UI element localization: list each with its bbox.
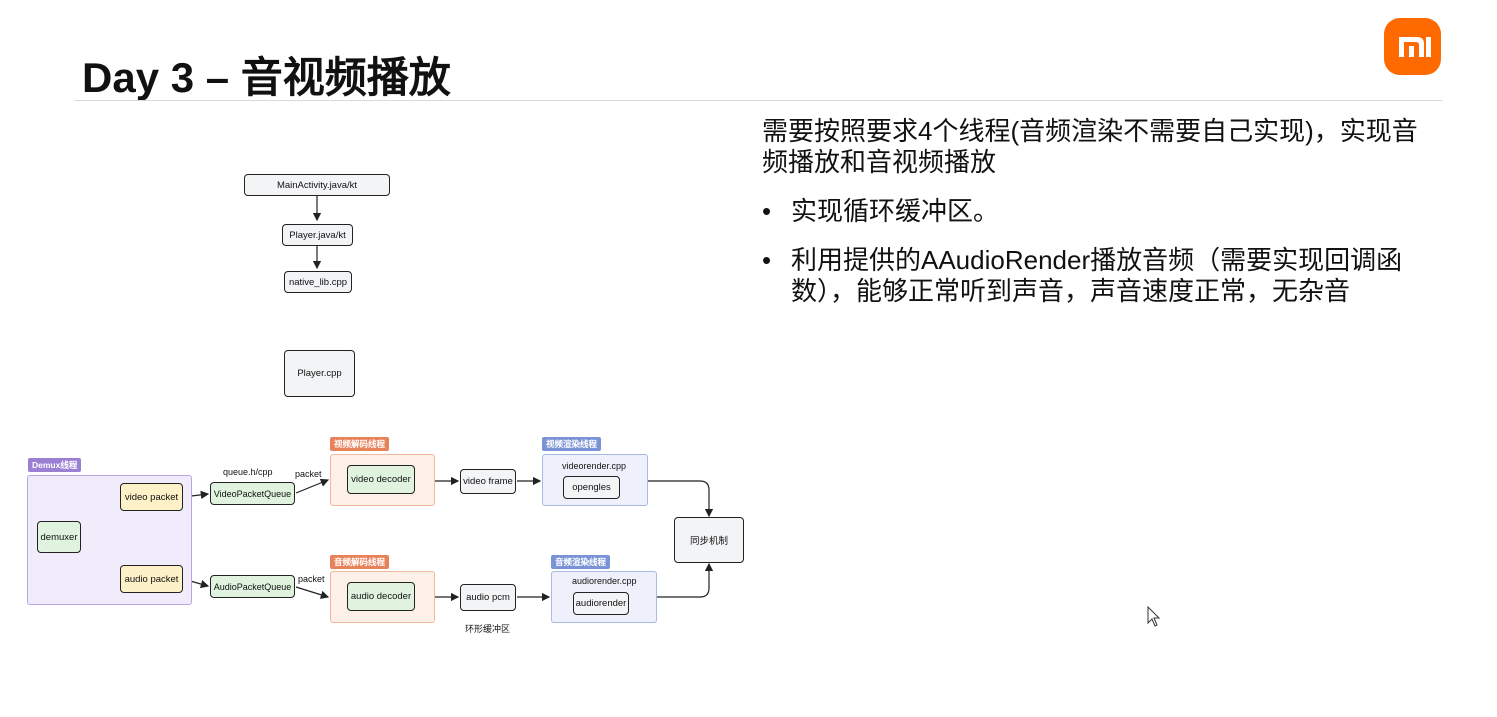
player-cpp-node: Player.cpp (284, 350, 355, 397)
video-render-thread-tag: 视频渲染线程 (542, 437, 602, 451)
video-decoder-node: video decoder (347, 465, 415, 494)
bullet-text: 实现循环缓冲区。 (791, 196, 1000, 226)
bullet-text: 利用提供的AAudioRender播放音频（需要实现回调函数），能够正常听到声音… (791, 245, 1403, 306)
arrow-aqueue-decoder (295, 586, 330, 599)
audio-pcm-node: audio pcm (460, 584, 516, 611)
intro-text: 需要按照要求4个线程(音频渲染不需要自己实现)，实现音频播放和音视频播放 (762, 116, 1418, 177)
videorender-cpp-label: videorender.cpp (562, 461, 627, 471)
main-activity-node: MainActivity.java/kt (244, 174, 390, 196)
sync-mechanism-node: 同步机制 (674, 517, 744, 563)
audiorender-node: audiorender (573, 592, 629, 615)
audio-decoder-node: audio decoder (347, 582, 415, 611)
bullet-item: • 利用提供的AAudioRender播放音频（需要实现回调函数），能够正常听到… (762, 245, 1442, 307)
xiaomi-logo (1384, 18, 1441, 75)
architecture-diagram: MainActivity.java/kt Player.java/kt nati… (0, 150, 760, 650)
video-frame-node: video frame (460, 469, 516, 494)
arrow-videorender-sync (648, 480, 714, 518)
audio-render-thread-tag: 音频渲染线程 (551, 555, 611, 569)
text-panel: 需要按照要求4个线程(音频渲染不需要自己实现)，实现音频播放和音视频播放 • 实… (762, 116, 1442, 325)
mouse-cursor-icon (1147, 606, 1161, 627)
audio-packet-node: audio packet (120, 565, 183, 593)
audio-packet-label: packet (298, 574, 325, 584)
player-java-node: Player.java/kt (282, 224, 353, 246)
video-packet-node: video packet (120, 483, 183, 511)
audio-packet-queue-node: AudioPacketQueue (210, 575, 295, 598)
arrow-audiorender-sync (657, 562, 714, 598)
demux-thread-tag: Demux线程 (28, 458, 82, 472)
video-packet-label: packet (295, 469, 322, 479)
bullet-item: • 实现循环缓冲区。 (762, 196, 1442, 227)
opengles-node: opengles (563, 476, 620, 499)
title-divider (74, 100, 1442, 101)
ring-buffer-label: 环形缓冲区 (465, 624, 511, 634)
demuxer-node: demuxer (37, 521, 81, 553)
arrow-vqueue-decoder (295, 478, 330, 494)
audio-decode-thread-tag: 音频解码线程 (330, 555, 390, 569)
queue-file-label: queue.h/cpp (223, 467, 273, 477)
bullet-dot: • (762, 245, 772, 275)
video-packet-queue-node: VideoPacketQueue (210, 482, 295, 505)
mi-logo-icon (1399, 37, 1431, 57)
audiorender-cpp-label: audiorender.cpp (572, 576, 637, 586)
bullet-dot: • (762, 196, 772, 226)
bullet-list: • 实现循环缓冲区。 • 利用提供的AAudioRender播放音频（需要实现回… (762, 196, 1442, 307)
native-lib-node: native_lib.cpp (284, 271, 352, 293)
slide-title: Day 3 – 音视频播放 (82, 54, 451, 101)
video-decode-thread-tag: 视频解码线程 (330, 437, 390, 451)
